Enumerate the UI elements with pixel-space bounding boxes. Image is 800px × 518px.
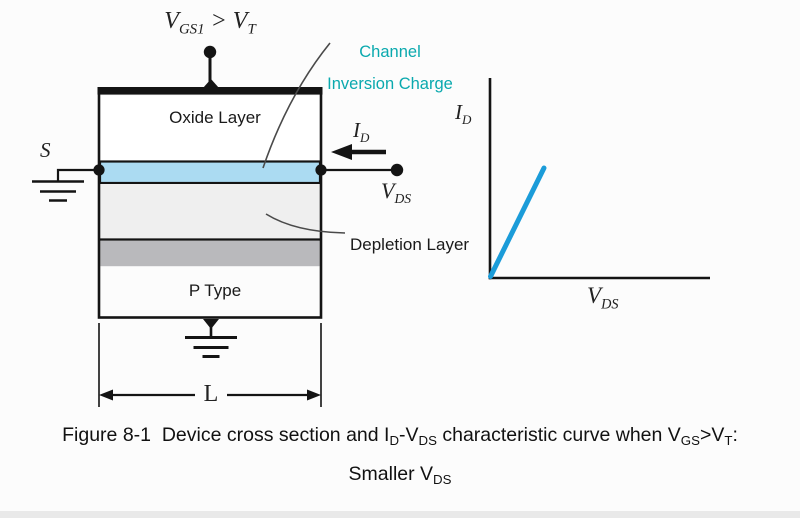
drain-current-label: ID — [353, 118, 370, 145]
source-ground-symbol — [32, 180, 84, 202]
dimension-arrowhead-right — [307, 389, 321, 401]
depletion-layer-light — [100, 184, 320, 239]
oxide-layer — [100, 96, 320, 162]
graph-x-axis-label: VDS — [587, 283, 619, 313]
figure-caption-line2: Smaller VDS — [348, 463, 452, 488]
channel-inversion-layer — [98, 160, 322, 185]
length-dimension — [98, 323, 322, 407]
channel-length-label: L — [203, 381, 219, 407]
drain-terminal-dot — [390, 163, 404, 177]
gate-terminal-dot — [203, 45, 217, 59]
depletion-layer-label: Depletion Layer — [350, 235, 470, 254]
drain-contact-dot — [315, 164, 327, 176]
dimension-arrowhead-left — [99, 389, 113, 401]
substrate-ground — [185, 319, 237, 358]
drain-current-arrow — [331, 144, 386, 160]
p-type-label: P Type — [188, 281, 242, 300]
gate-electrode-bar — [97, 87, 323, 95]
channel-callout-line2: Inversion Charge — [327, 75, 453, 93]
bottom-edge-strip — [0, 511, 800, 518]
depletion-layer-dark — [100, 240, 320, 267]
oxide-layer-label: Oxide Layer — [169, 108, 261, 127]
source-terminal — [32, 164, 105, 202]
drain-terminal — [315, 163, 404, 177]
depletion-callout-leader — [265, 213, 346, 234]
source-contact-dot — [93, 164, 105, 176]
id-vds-curve — [488, 165, 547, 279]
drain-voltage-label: VDS — [381, 178, 412, 207]
channel-callout-leader — [262, 42, 331, 169]
graph-y-axis-label: ID — [455, 100, 472, 127]
gate-terminal — [203, 45, 219, 88]
gate-condition-label: VGS1 > VT — [164, 8, 256, 38]
arrowhead-left — [331, 144, 352, 160]
channel-callout-line1: Channel — [359, 43, 421, 61]
id-vds-graph — [488, 78, 710, 280]
figure-caption-line1: Figure 8-1 Device cross section and ID-V… — [62, 424, 738, 449]
source-label: S — [40, 138, 51, 162]
gate-contact-bump — [203, 79, 219, 88]
channel-callout-label: Channel Inversion Charge — [310, 36, 470, 100]
